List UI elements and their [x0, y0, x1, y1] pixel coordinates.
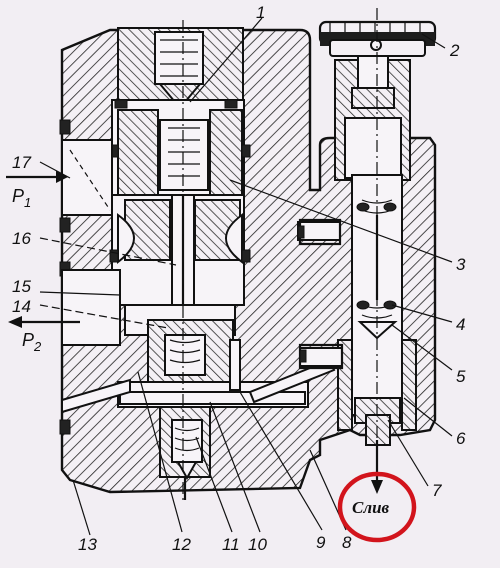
- spool-cavity: [111, 99, 245, 320]
- label-17: 17: [12, 153, 31, 172]
- label-3: 3: [456, 255, 466, 274]
- label-2: 2: [449, 41, 460, 60]
- drill-channels: [61, 339, 336, 414]
- label-13: 13: [78, 535, 97, 554]
- label-1: 1: [256, 3, 265, 22]
- bolts: [297, 218, 344, 370]
- port-labels: P1 P2: [12, 186, 42, 354]
- drain-label: Слив: [352, 498, 390, 517]
- part-labels: 1 2 3 4 5 6 7 8 9 10 11 12 13 14 15 16 1…: [12, 3, 466, 554]
- side-ports: [61, 139, 121, 346]
- port-arrows: [6, 171, 80, 328]
- label-6: 6: [456, 429, 466, 448]
- red-circle: [337, 471, 417, 543]
- label-16: 16: [12, 229, 31, 248]
- outlet-label: P2: [22, 330, 42, 354]
- label-10: 10: [248, 535, 267, 554]
- label-15: 15: [12, 277, 31, 296]
- label-8: 8: [342, 533, 352, 552]
- label-12: 12: [172, 535, 191, 554]
- label-4: 4: [456, 315, 465, 334]
- label-14: 14: [12, 297, 31, 316]
- top-plug: [117, 27, 244, 110]
- left-seals: [59, 99, 251, 435]
- label-11: 11: [222, 535, 240, 554]
- leader-lines: [39, 17, 453, 536]
- label-5: 5: [456, 367, 466, 386]
- drain-highlight: Слив: [337, 471, 417, 543]
- label-9: 9: [316, 533, 326, 552]
- drain-arrow: [371, 440, 383, 494]
- inlet-label: P1: [12, 186, 31, 210]
- label-7: 7: [432, 481, 442, 500]
